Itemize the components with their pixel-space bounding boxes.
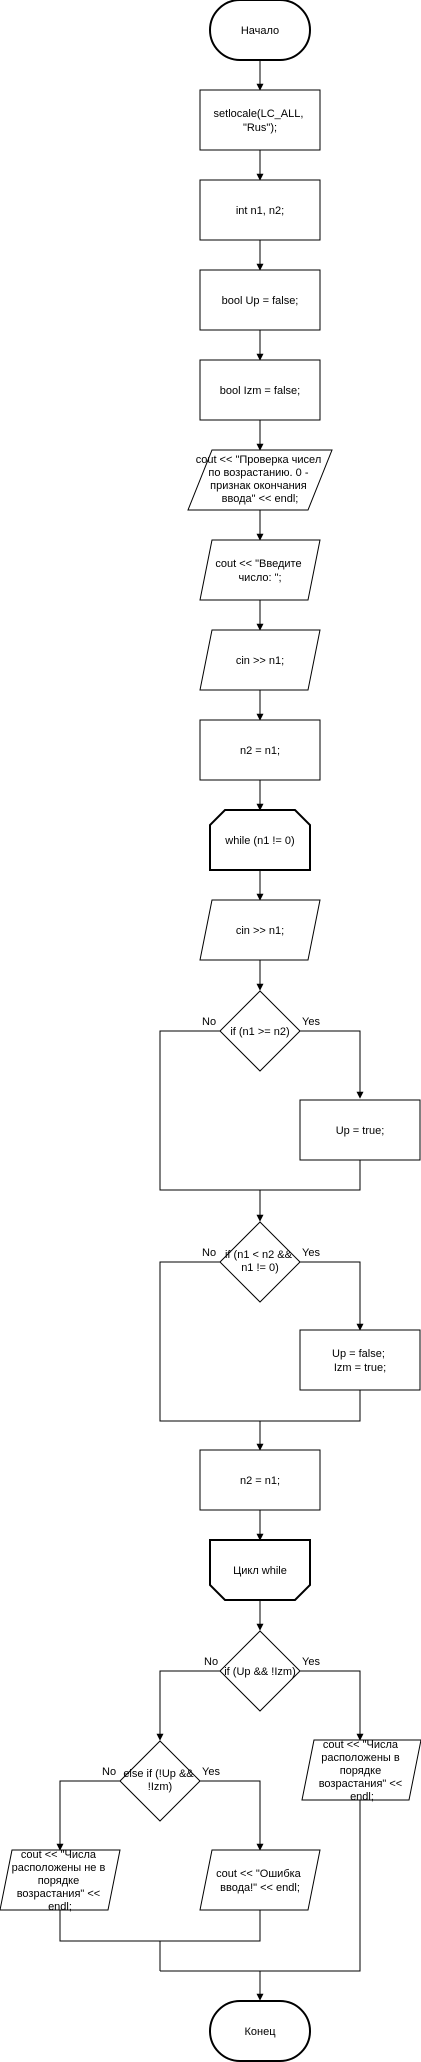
output-error-label: cout << "Ошибка ввода!" << endl;	[216, 1868, 304, 1894]
output-not-ascending-label: cout << "Числа расположены не в порядке …	[12, 1849, 109, 1913]
decision-else-no-label: No	[102, 1766, 116, 1778]
declare-ints-label: int n1, n2;	[236, 205, 284, 217]
edge-setup-merge	[260, 1160, 361, 1191]
input-first-label: cin >> n1;	[236, 655, 284, 667]
input-loop-label: cin >> n1;	[236, 925, 284, 937]
declare-up-node: bool Up = false;	[199, 269, 321, 331]
start-node: Начало	[209, 0, 311, 61]
decision-final-yes-label: Yes	[302, 1656, 320, 1668]
edge-asc-merge	[260, 1800, 361, 1972]
output-not-ascending-node: cout << "Числа расположены не в порядке …	[0, 1849, 121, 1913]
set-izm-label: Up = false; Izm = true;	[332, 1348, 388, 1374]
set-up-label: Up = true;	[336, 1125, 385, 1137]
declare-izm-label: bool Izm = false;	[220, 385, 300, 397]
assign-first-label: n2 = n1;	[240, 745, 280, 757]
assign-first-node: n2 = n1;	[199, 719, 321, 781]
output-intro-label: cout << "Проверка чисел по возрастанию. …	[196, 454, 325, 505]
declare-izm-node: bool Izm = false;	[199, 359, 321, 421]
set-izm-node: Up = false; Izm = true;	[299, 1329, 421, 1391]
edge-cond3-yes	[300, 1670, 364, 1741]
output-ascending-node: cout << "Числа расположены в порядке воз…	[301, 1739, 421, 1803]
setlocale-label: setlocale(LC_ALL, "Rus");	[214, 108, 307, 134]
input-loop-node: cin >> n1;	[199, 899, 321, 961]
edges	[56, 60, 364, 2001]
edge-cond4-yes	[200, 1780, 264, 1851]
assign-loop-node: n2 = n1;	[199, 1449, 321, 1511]
loop-end-label: Цикл while	[233, 1565, 287, 1577]
decision-lt-label: if (n1 < n2 && n1 != 0)	[225, 1249, 295, 1274]
loop-start-node: while (n1 != 0)	[209, 809, 311, 871]
edge-cond1-no	[159, 1030, 260, 1191]
end-label: Конец	[244, 2026, 276, 2038]
decision-lt-yes-label: Yes	[302, 1247, 320, 1259]
decision-final-no-label: No	[204, 1656, 218, 1668]
output-intro-node: cout << "Проверка чисел по возрастанию. …	[187, 449, 333, 511]
decision-final-node: if (Up && !Izm) No Yes	[204, 1630, 320, 1712]
decision-lt-no-label: No	[202, 1247, 216, 1259]
edge-cond4-no	[56, 1780, 120, 1851]
loop-end-node: Цикл while	[209, 1539, 311, 1601]
decision-ge-node: if (n1 >= n2) No Yes	[202, 990, 320, 1072]
input-first-node: cin >> n1;	[199, 629, 321, 691]
start-label: Начало	[241, 25, 279, 37]
output-prompt-node: cout << "Введите число: ";	[199, 539, 321, 601]
declare-up-label: bool Up = false;	[222, 295, 299, 307]
output-ascending-label: cout << "Числа расположены в порядке воз…	[319, 1739, 406, 1803]
edge-setizm-merge	[260, 1390, 361, 1422]
output-error-node: cout << "Ошибка ввода!" << endl;	[199, 1849, 321, 1911]
decision-final-label: if (Up && !Izm)	[224, 1666, 296, 1678]
declare-ints-node: int n1, n2;	[199, 179, 321, 241]
decision-else-label: else if (!Up && !Izm)	[123, 1768, 196, 1793]
output-prompt-label: cout << "Введите число: ";	[215, 558, 304, 584]
decision-lt-node: if (n1 < n2 && n1 != 0) No Yes	[202, 1221, 320, 1303]
edge-notasc-merge	[59, 1910, 160, 1942]
assign-loop-label: n2 = n1;	[240, 1475, 280, 1487]
decision-ge-yes-label: Yes	[302, 1016, 320, 1028]
end-node: Конец	[209, 2000, 311, 2062]
edge-cond2-no	[159, 1261, 260, 1422]
setlocale-node: setlocale(LC_ALL, "Rus");	[199, 89, 321, 151]
edge-cond3-no	[156, 1670, 220, 1741]
edge-error-merge	[160, 1910, 261, 1942]
set-up-node: Up = true;	[299, 1099, 421, 1161]
decision-else-node: else if (!Up && !Izm) No Yes	[102, 1740, 220, 1822]
edge-cond2-yes	[300, 1261, 364, 1331]
edge-cond1-yes	[300, 1030, 364, 1099]
decision-else-yes-label: Yes	[202, 1766, 220, 1778]
loop-start-label: while (n1 != 0)	[224, 835, 294, 847]
decision-ge-label: if (n1 >= n2)	[230, 1026, 289, 1038]
decision-ge-no-label: No	[202, 1016, 216, 1028]
